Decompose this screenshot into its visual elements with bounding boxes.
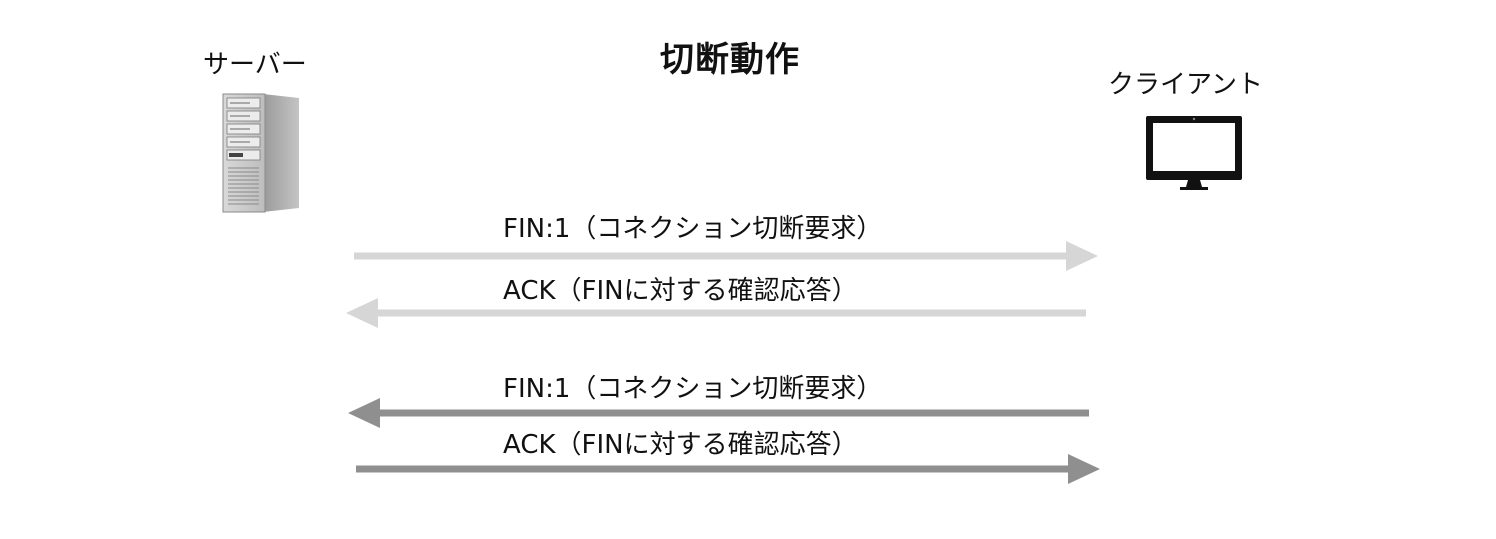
arrow-fin-2 [348, 398, 1089, 428]
message-label-ack-2: ACK（FINに対する確認応答） [503, 430, 858, 460]
server-tower-icon [219, 92, 301, 218]
client-label: クライアント [1108, 70, 1263, 100]
monitor-icon [1144, 114, 1244, 196]
diagram-title: 切断動作 [660, 40, 800, 80]
arrow-ack-1 [346, 298, 1086, 328]
message-label-fin-2: FIN:1（コネクション切断要求） [503, 374, 883, 404]
arrow-fin-1 [354, 241, 1098, 271]
message-label-ack-1: ACK（FINに対する確認応答） [503, 276, 858, 306]
server-label: サーバー [203, 50, 307, 80]
message-label-fin-1: FIN:1（コネクション切断要求） [503, 214, 883, 244]
arrow-ack-2 [356, 454, 1100, 484]
